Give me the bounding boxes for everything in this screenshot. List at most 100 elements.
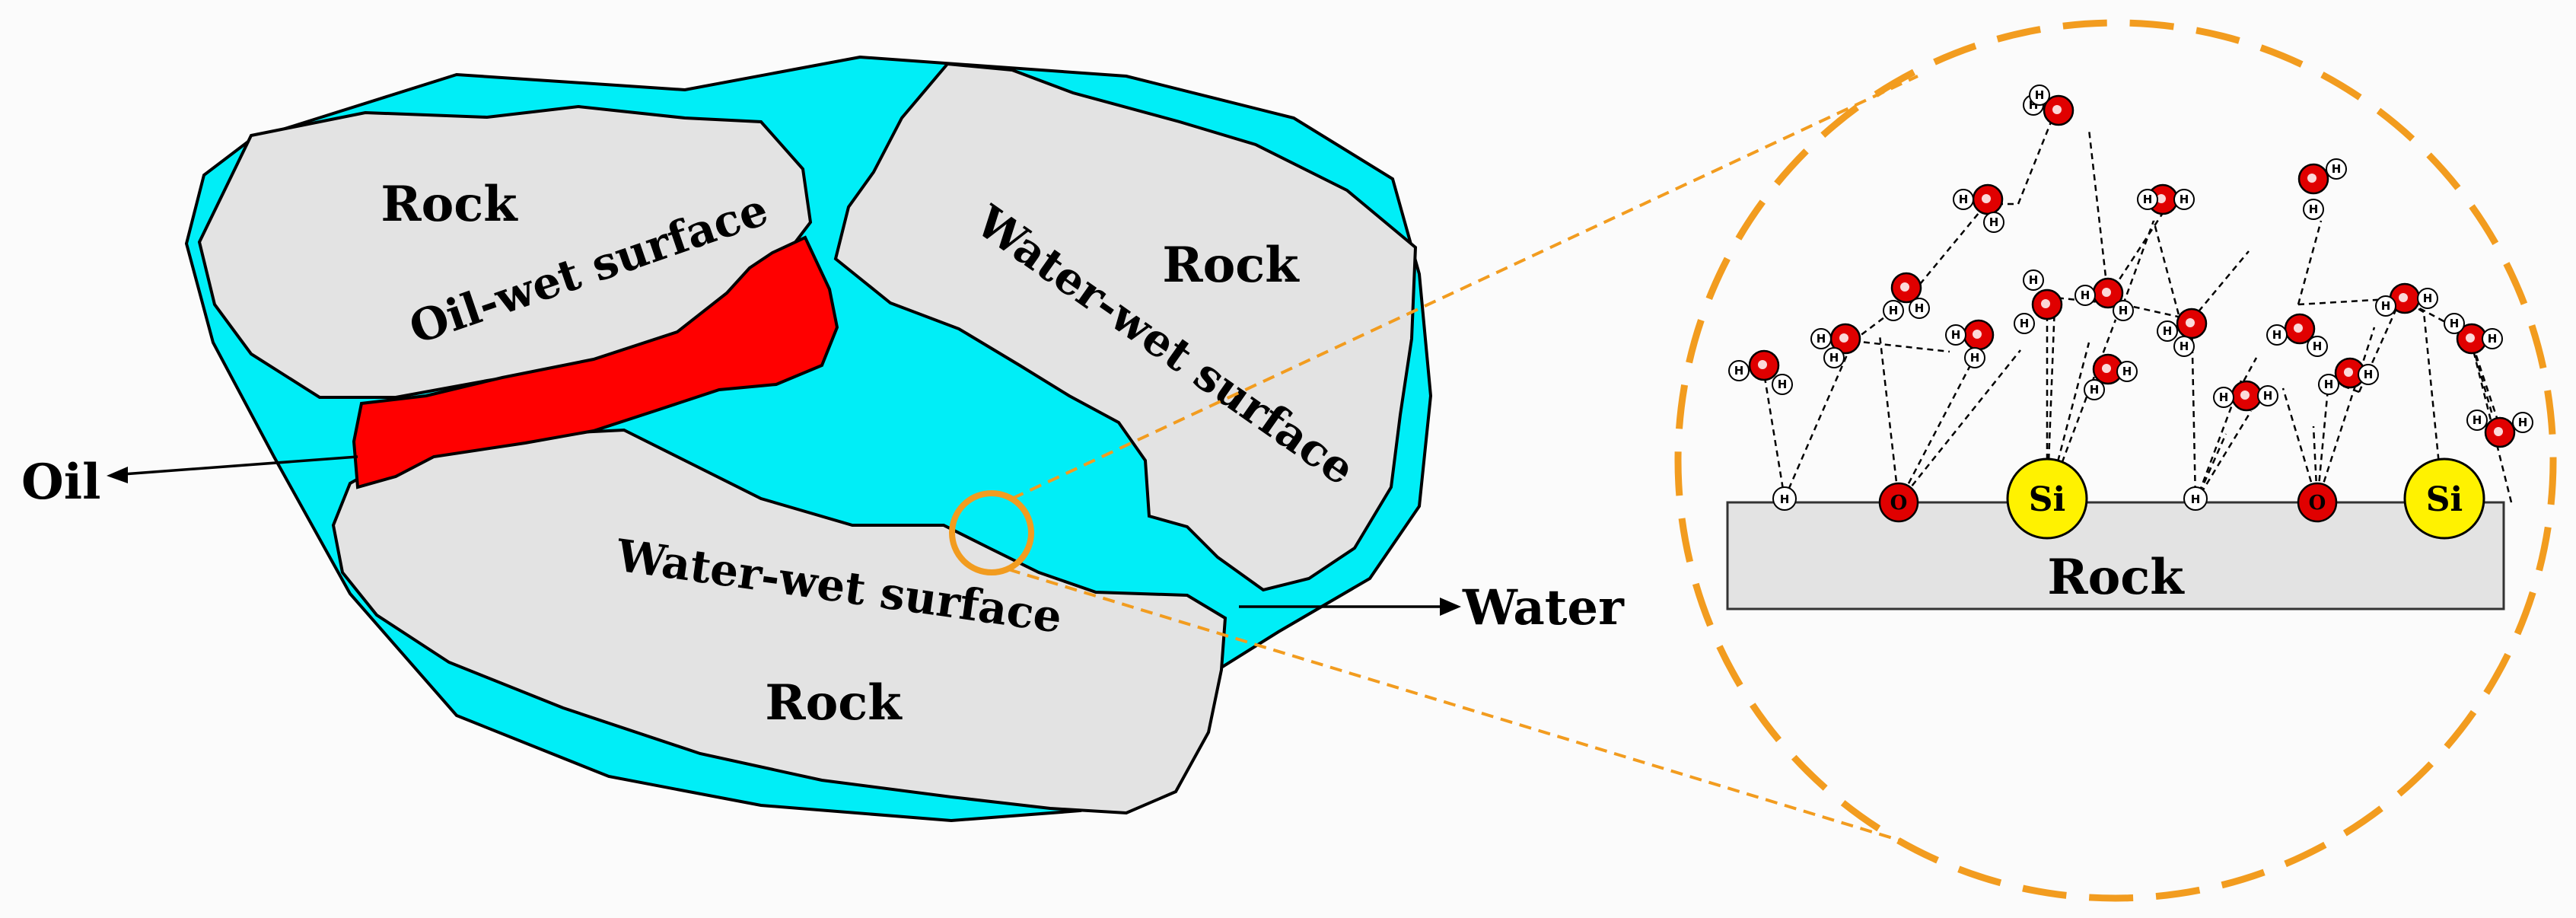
hydrogen-atom	[2173, 189, 2195, 210]
silicon-atom-label: Si	[2029, 480, 2066, 519]
hydrogen-atom	[2444, 313, 2465, 334]
rock-bottom	[331, 428, 1228, 815]
hydrogen-atom-label: H	[1817, 332, 1826, 346]
oxygen-highlight	[2102, 288, 2111, 297]
hydrogen-atom-label: H	[2423, 292, 2433, 305]
hydrogen-atom	[1909, 298, 1930, 319]
hydrogen-bond	[1852, 339, 1950, 353]
surface-hydrogen-label: H	[1780, 492, 1790, 506]
hydrogen-atom-label: H	[2272, 328, 2282, 342]
zoom-circle	[1674, 19, 2557, 902]
hydrogen-bond	[2297, 220, 2323, 305]
hydrogen-bond	[2316, 327, 2376, 503]
hydrogen-atom	[2157, 320, 2178, 342]
hydrogen-atom	[1983, 212, 2004, 233]
oil-region	[352, 235, 839, 489]
hydrogen-atom-label: H	[2219, 390, 2229, 404]
hydrogen-atom-label: H	[2122, 365, 2132, 378]
hydrogen-bond	[2194, 410, 2253, 503]
hydrogen-atom	[2375, 295, 2396, 317]
hydrogen-atom	[2482, 328, 2503, 349]
zoom-rock-slab	[1726, 501, 2505, 610]
hydrogen-atom-label: H	[2450, 317, 2460, 330]
hydrogen-bond	[2152, 220, 2186, 336]
hydrogen-atom	[2113, 300, 2134, 321]
hydrogen-atom	[1823, 347, 1845, 368]
oxygen-highlight	[2157, 194, 2166, 203]
rock-label-top-right: Rock	[1162, 237, 1300, 294]
oxygen-highlight	[2041, 299, 2050, 308]
hydrogen-atom	[2023, 269, 2044, 291]
hydrogen-atom-label: H	[2163, 324, 2173, 338]
hydrogen-atom-label: H	[1829, 351, 1839, 365]
oxygen-highlight	[1973, 330, 1982, 339]
hydrogen-atom	[2466, 410, 2488, 431]
hydrogen-atom	[2257, 385, 2278, 406]
hydrogen-atom-label: H	[1959, 193, 1969, 206]
hydrogen-bond	[2316, 380, 2330, 503]
hydrogen-atom-label: H	[1734, 364, 1744, 378]
hydrogen-atom-label: H	[2143, 193, 2153, 206]
oxygen-highlight	[2466, 333, 2475, 343]
hydrogen-atom-label: H	[2473, 413, 2482, 427]
surface-hydrogen-label: H	[2191, 492, 2201, 506]
hydrogen-bond	[1878, 334, 1900, 503]
oxygen-highlight	[2294, 324, 2303, 333]
hydrogen-atom-label: H	[2263, 389, 2273, 403]
oxygen-highlight	[2344, 368, 2353, 377]
oil-arrowhead	[107, 467, 128, 483]
hydrogen-atom	[1810, 328, 1832, 349]
hydrogen-atom-label: H	[2081, 288, 2090, 302]
oxygen-highlight	[1839, 333, 1848, 343]
hydrogen-atom-label: H	[2180, 339, 2189, 353]
hydrogen-atom	[2417, 288, 2438, 309]
oil-arrow	[112, 455, 358, 477]
zoom-line-top	[1011, 75, 1918, 500]
hydrogen-atom	[2014, 313, 2035, 334]
oxygen-highlight	[2494, 427, 2503, 436]
hydrogen-atom-label: H	[1951, 328, 1961, 342]
oxygen-atom	[1878, 482, 1919, 523]
hydrogen-atom-label: H	[2090, 383, 2100, 397]
oxygen-highlight	[1758, 360, 1767, 369]
hydrogen-atom-label: H	[2313, 339, 2323, 353]
hydrogen-atom	[1964, 347, 1985, 368]
rock-label-top-left: Rock	[381, 176, 518, 233]
hydrogen-atom-label: H	[2029, 273, 2039, 287]
hydrogen-atom-label: H	[2332, 162, 2342, 176]
hydrogen-atom	[2303, 199, 2324, 220]
hydrogen-atom-label: H	[2020, 317, 2030, 330]
hydrogen-atom	[1772, 374, 1793, 395]
oxygen-highlight	[1982, 194, 1991, 203]
hydrogen-atom-label: H	[2180, 193, 2189, 206]
surface-hydrogen	[2183, 486, 2208, 511]
hydrogen-atom	[2318, 374, 2339, 395]
hydrogen-atom	[2326, 158, 2347, 180]
hydrogen-atom-label: H	[2309, 202, 2319, 216]
hydrogen-atom	[2116, 361, 2138, 382]
hydrogen-bond	[2191, 250, 2250, 320]
zoom-line-bottom	[1008, 568, 1903, 843]
hydrogen-bond	[2468, 334, 2513, 503]
hydrogen-atom	[2137, 189, 2158, 210]
hydrogen-atom	[1945, 324, 1966, 346]
oxygen-highlight	[1900, 282, 1909, 292]
oxygen-highlight	[2186, 318, 2195, 327]
hydrogen-atom	[1883, 300, 1904, 321]
oxygen-atom-label: O	[2309, 492, 2326, 515]
hydrogen-atom	[2358, 364, 2379, 385]
hydrogen-bond	[2087, 129, 2110, 298]
hydrogen-atom-label: H	[2324, 378, 2334, 391]
hydrogen-atom-label: H	[1778, 378, 1788, 391]
silicon-atom-label: Si	[2426, 480, 2463, 519]
zoom-source-circle	[949, 490, 1034, 575]
hydrogen-atom	[2213, 387, 2234, 408]
hydrogen-atom	[2074, 285, 2096, 306]
hydrogen-atom-label: H	[1915, 301, 1925, 315]
hydrogen-atom	[2512, 412, 2533, 433]
hydrogen-atom-label: H	[1970, 351, 1980, 365]
hydrogen-atom-label: H	[2381, 299, 2391, 313]
rock-label-bottom: Rock	[765, 674, 903, 732]
water-label: Water	[1462, 579, 1625, 636]
